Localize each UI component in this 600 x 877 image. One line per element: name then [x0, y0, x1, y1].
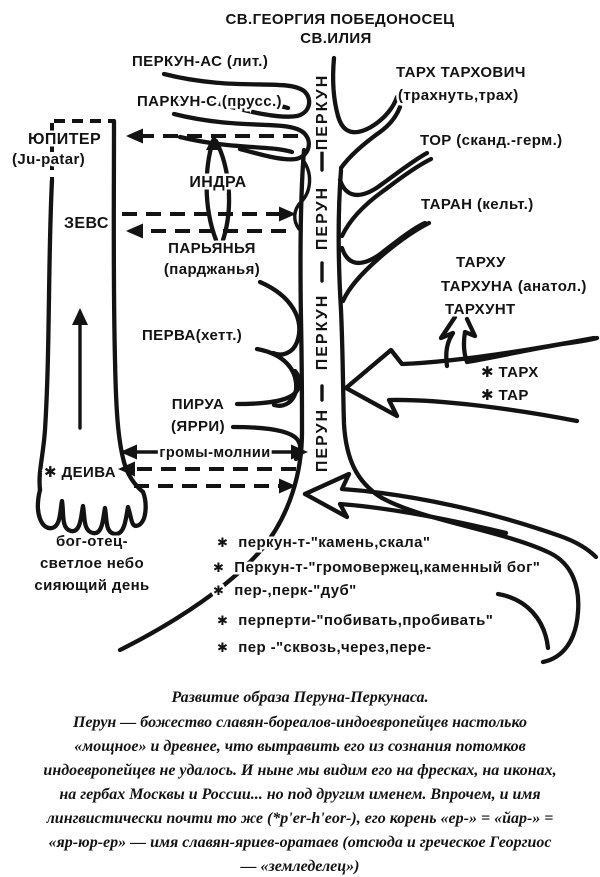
jupiter-left-edge [37, 177, 55, 493]
label-indra: ИНДРА [189, 174, 246, 191]
asterisk-bullet-icon: ✱ [217, 535, 228, 550]
second-arrow-lower-stroke [302, 491, 509, 536]
trunk-hook-right [540, 609, 581, 665]
label-deiva: ✱ ДЕИВА [44, 464, 116, 481]
branch-perkunas-lower [167, 94, 291, 111]
jupiter-root-scallops [35, 487, 148, 537]
big-arrow-lower-stroke [343, 385, 580, 424]
label-jupiter: ЮПИТЕР [28, 131, 101, 148]
dashed-row-lower-right-head-icon [279, 478, 296, 494]
branch-taran-lower [340, 220, 432, 304]
label-parjanya: ПАРЬЯНЬЯ [168, 240, 256, 257]
label-tarhuna: ТАРХУНА (анатол.) [441, 278, 587, 295]
title-saint-ilya: СВ.ИЛИЯ [300, 30, 372, 47]
label-tarhunt: ТАРХУНТ [445, 301, 516, 318]
branch-tarh-upper [335, 94, 400, 135]
caption-title: Развитие образа Перуна-Перкунаса. [171, 689, 429, 706]
caption-line: Перун — божество славян-бореалов-индоевр… [72, 714, 527, 731]
big-arrows [302, 314, 600, 560]
jupiter-up-arrowhead-icon [72, 308, 88, 325]
trunk-hook-inner [495, 591, 551, 651]
parjanya-perva-curl [257, 279, 302, 357]
tarhunt-up-arrow-right [461, 316, 600, 365]
dashed-row-jupiter-head-icon [126, 128, 143, 144]
label-perkunas-lit: ПЕРКУН-АС (лит.) [132, 53, 268, 70]
thunder-arrow-right-head-icon [291, 444, 308, 460]
trunk-right-edge [336, 167, 581, 615]
branch-parkuns-lower [177, 134, 295, 155]
pirua-line-upper [234, 368, 302, 407]
caption-line: индоевропейцев не удалось. И ныне мы вид… [43, 762, 557, 779]
asterisk-bullet-icon: ✱ [213, 560, 224, 575]
etymology-row: ✱пер -"сквозь,через,пере- [217, 639, 432, 656]
dashed-row-zeus-left-head-icon [126, 223, 143, 239]
branch-tor-upper [337, 150, 430, 197]
caption-line: лингвистически почти то же (*p'er-h'eor-… [46, 810, 554, 827]
dashed-row-zeus-right-head-icon [279, 206, 296, 222]
label-perva: ПЕРВА(хетт.) [142, 327, 242, 344]
label-tarh-tarhovich: ТАРХ ТАРХОВИЧ [396, 64, 526, 81]
caption-line: «яр-юр-ер» — имя славян-яриев-оратаев (о… [48, 834, 552, 851]
asterisk-bullet-icon: ✱ [217, 613, 228, 628]
caption-line: «мощное» и древнее, что вытравить его из… [74, 738, 526, 755]
central-trunk [117, 55, 581, 665]
label-parkuns-pruss: ПАРКУН-С (прусс.) [137, 93, 282, 110]
branch-tarh-lower [338, 104, 403, 171]
trunk-word-perkun-lower: ПЕРКУН [314, 294, 331, 371]
branch-perkunas-upper [161, 71, 312, 119]
branch-parkuns-upper [171, 111, 311, 162]
label-root-meaning-2: светлое небо [40, 555, 144, 572]
dashed-transfer-arrows [118, 128, 308, 494]
etymology-list: ✱перкун-т-"камень,скала" ✱Перкун-т-"гром… [211, 532, 543, 659]
thunder-arrow-left-head-icon [120, 444, 137, 460]
caption-line: на гербах Москвы и России... но под друг… [59, 786, 541, 803]
label-thunder-lightning: громы-молнии [159, 445, 270, 461]
trunk-word-perkun-top: ПЕРКУН [314, 74, 331, 151]
trunk-word-perun-upper: ПЕРУН [314, 186, 331, 250]
branch-tor-lower [339, 156, 434, 239]
trunk-left-edge [117, 147, 307, 653]
label-root-meaning-3: сияющий день [34, 577, 149, 594]
asterisk-bullet-icon: ✱ [217, 640, 228, 655]
label-jupatar: (Ju-patar) [12, 151, 85, 168]
etymology-row: ✱перперти-"побивать,пробивать" [217, 612, 493, 629]
jupiter-right-edge [111, 118, 146, 495]
indra-arrowhead-up-icon [206, 134, 222, 150]
asterisk-bullet-icon: ✱ [213, 583, 224, 598]
label-tor: ТОР (сканд.-герм.) [420, 132, 563, 149]
title-saint-george: СВ.ГЕОРГИЯ ПОБЕДОНОСЕЦ [226, 11, 455, 28]
tarhunt-up-arrow-left [438, 314, 458, 369]
trunk-top-line [330, 55, 341, 119]
figure-caption: Развитие образа Перуна-Перкунаса. Перун … [5, 686, 595, 877]
trunk-word-perun-bottom: ПЕРУН [314, 408, 331, 472]
etymology-row: ✱Перкун-т-"громовержец,каменный бог" [213, 559, 540, 576]
right-branch-strokes [335, 94, 434, 304]
second-arrow-upper-stroke [302, 471, 599, 560]
trunk-words: ПЕРКУН ПЕРУН ПЕРКУН ПЕРУН [312, 71, 334, 474]
dashed-row-lower-left-head-icon [118, 461, 135, 477]
label-tarh-root: ✱ ТАРХ [481, 364, 539, 381]
perun-tree-diagram: СВ.ГЕОРГИЯ ПОБЕДОНОСЕЦ СВ.ИЛИЯ ПЕРКУН-АС… [12, 11, 600, 665]
left-branches [161, 71, 312, 462]
label-zeus: ЗЕВС [64, 215, 109, 232]
label-tarhu: ТАРХУ [456, 254, 506, 271]
caption-line: — «земледелец») [240, 858, 360, 875]
label-taran: ТАРАН (кельт.) [421, 196, 534, 213]
etymology-row: ✱пер-,перк-"дуб" [213, 582, 357, 599]
label-root-meaning-1: бог-отец- [56, 533, 128, 550]
label-pirua: ПИРУА [172, 396, 224, 413]
label-tar-root: ✱ ТАР [481, 387, 529, 404]
etymology-row: ✱перкун-т-"камень,скала" [217, 534, 430, 551]
label-parjanya-alt: (парджанья) [164, 261, 260, 278]
trunk-wiggle [293, 158, 312, 231]
label-yarri: (ЯРРИ) [171, 418, 225, 435]
label-tarh-note: (трахнуть,трах) [398, 87, 519, 104]
